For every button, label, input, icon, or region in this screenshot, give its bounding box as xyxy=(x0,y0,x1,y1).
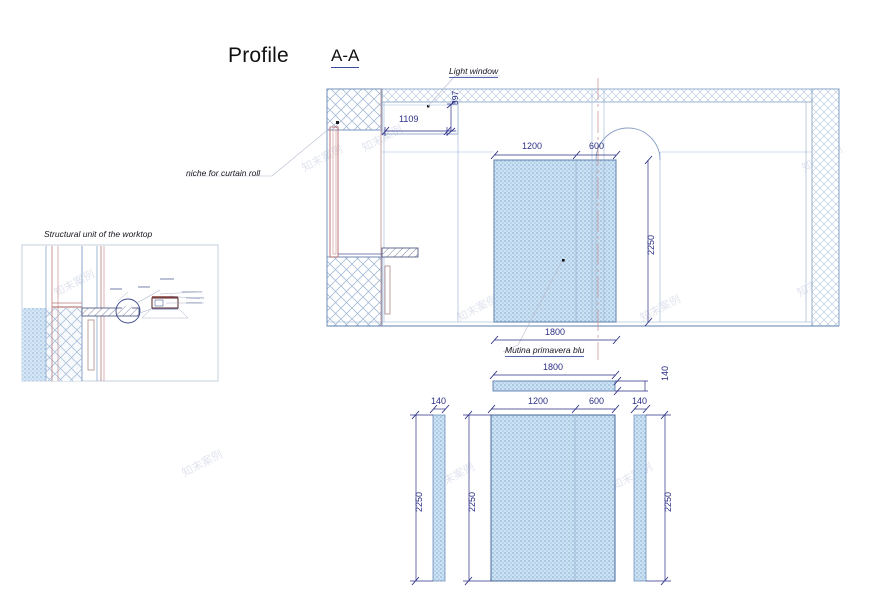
dimension-2250-plan-mid: 2250 xyxy=(467,491,477,512)
dimension-140-plan-left: 140 xyxy=(431,396,447,406)
dimension-1109: 1109 xyxy=(399,114,419,124)
section-label: A-A xyxy=(331,46,360,68)
dimension-600-plan: 600 xyxy=(589,396,605,406)
dimension-140-plan-right: 140 xyxy=(632,396,648,406)
page-title: Profile xyxy=(228,44,289,67)
dimension-1800-section: 1800 xyxy=(545,327,566,337)
dimension-397: 397 xyxy=(450,90,460,105)
dimension-2250-plan-left: 2250 xyxy=(414,491,424,512)
annotation-light-window: Light window xyxy=(449,66,499,78)
dimension-1800-plan: 1800 xyxy=(543,362,564,372)
annotation-mutina-primavera-blu: Mutina primavera blu xyxy=(505,345,585,357)
worktop-detail-drawing xyxy=(21,244,219,382)
dimension-600-section: 600 xyxy=(589,141,605,151)
dimension-1200-plan: 1200 xyxy=(528,396,549,406)
dimension-2250-section: 2250 xyxy=(646,234,656,255)
dimension-1200-section: 1200 xyxy=(522,141,543,151)
annotation-niche-for-curtain-roll: niche for curtain roll xyxy=(186,168,261,178)
dimension-140-plan-top: 140 xyxy=(660,365,670,381)
section-aa-drawing xyxy=(186,75,840,360)
dimension-2250-plan-right: 2250 xyxy=(663,491,673,512)
plan-view-drawing xyxy=(410,370,671,586)
annotation-structural-unit-worktop: Structural unit of the worktop xyxy=(44,229,153,239)
